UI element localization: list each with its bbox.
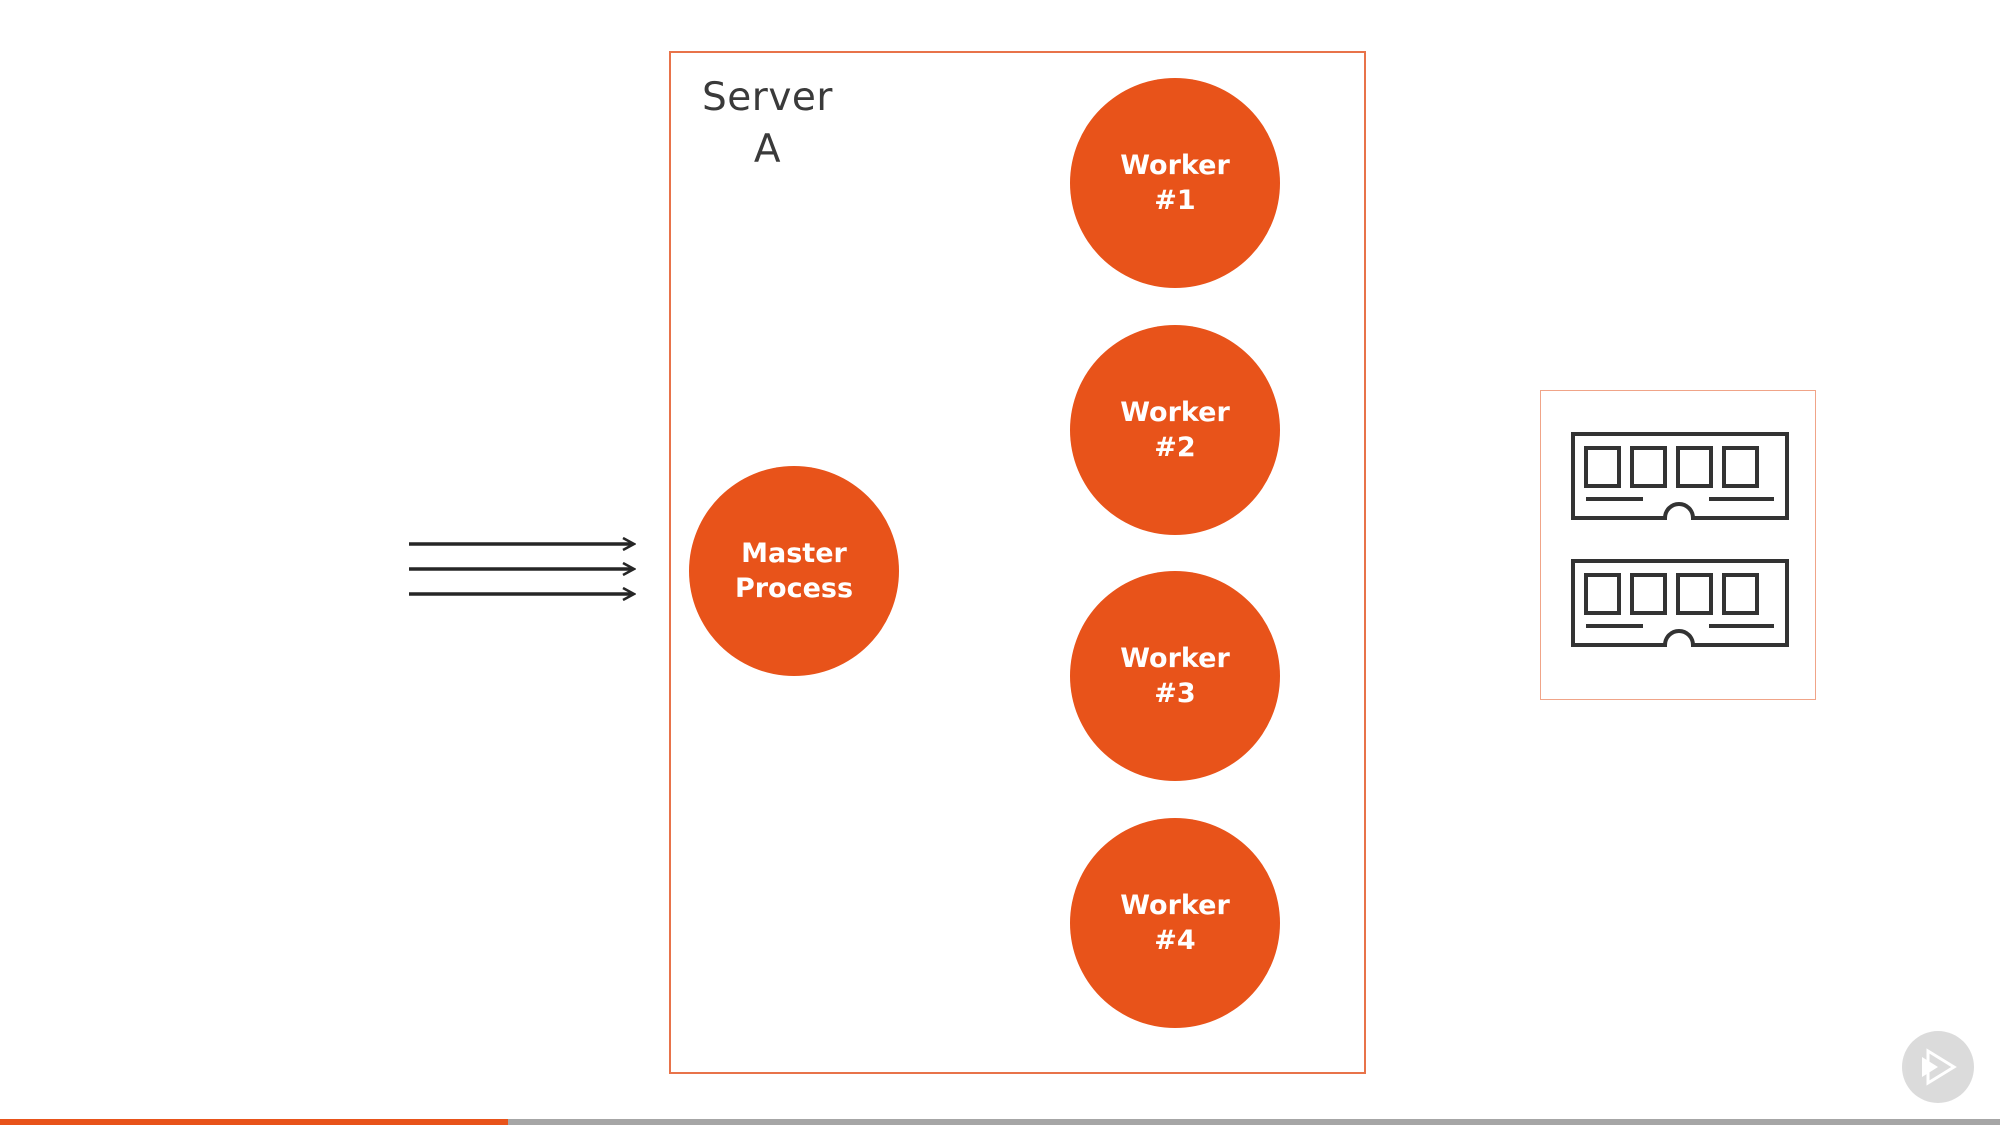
master-process-label: Master Process [734,538,854,604]
memory-module [1571,432,1789,520]
incoming-request-arrows [409,530,645,610]
worker-node-2: Worker #2 [1070,325,1280,535]
memory-module-icon [1571,432,1789,647]
worker-label-3: Worker #3 [1120,643,1230,709]
worker-label-4: Worker #4 [1120,890,1230,956]
memory-box [1540,390,1816,700]
video-progress-fill [0,1119,508,1125]
worker-label-1: Worker #1 [1120,150,1230,216]
memory-module [1571,559,1789,647]
worker-label-2: Worker #2 [1120,397,1230,463]
master-process-node: Master Process [689,466,899,676]
play-button[interactable] [1902,1031,1974,1103]
server-box [669,51,1366,1074]
pluralsight-play-icon [1922,1048,1957,1086]
worker-node-3: Worker #3 [1070,571,1280,781]
video-progress-bar[interactable] [0,1119,2000,1125]
worker-node-1: Worker #1 [1070,78,1280,288]
worker-node-4: Worker #4 [1070,818,1280,1028]
server-title: Server A [702,75,833,172]
